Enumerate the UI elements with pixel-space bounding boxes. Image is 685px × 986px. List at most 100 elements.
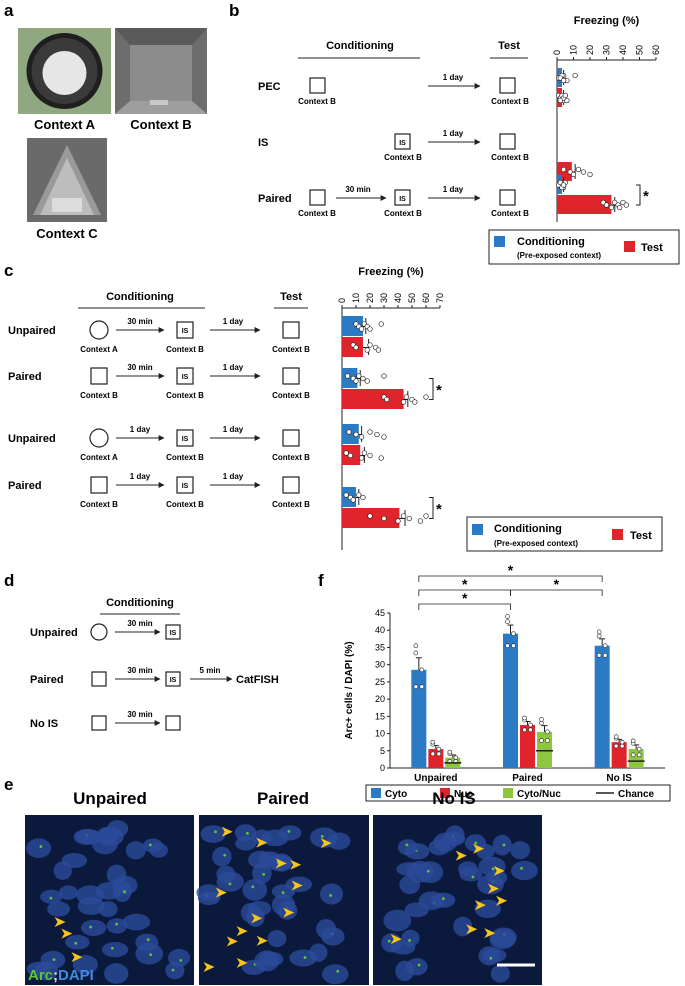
is-box-label: IS (170, 677, 177, 684)
stain-label: Arc;DAPI (28, 967, 94, 984)
data-point (353, 431, 359, 438)
test-box (282, 321, 300, 339)
context-b-shape (90, 367, 108, 385)
data-point (613, 734, 619, 739)
data-point (587, 171, 593, 178)
delay-label: 1 day (443, 185, 464, 194)
data-point (417, 518, 424, 524)
data-point (619, 739, 625, 745)
y-tick-label: 5 (380, 746, 385, 756)
bar-cyto (594, 645, 610, 768)
data-point (539, 738, 544, 743)
arc-signal (417, 963, 421, 967)
panel-a: a Context A Context B Context C (4, 1, 207, 241)
data-point (378, 321, 384, 327)
nucleus (267, 929, 287, 948)
legend-b: Conditioning (Pre-exposed context) Test (488, 229, 680, 265)
row-label-is: IS (258, 137, 268, 149)
micrograph-2 (373, 815, 542, 985)
arc-signal (246, 831, 249, 835)
legend-box (365, 784, 671, 802)
yellow-arrowhead-icon (215, 887, 227, 898)
nucleus (58, 885, 78, 900)
data-point (360, 375, 366, 382)
nucleus (399, 875, 421, 895)
nucleus (289, 949, 317, 967)
data-point (378, 455, 384, 461)
data-point (353, 378, 359, 384)
context-c-label: Context C (36, 226, 98, 241)
micro-title-nois: No IS (432, 789, 475, 808)
is-box (176, 429, 194, 447)
yellow-arrowhead-icon (320, 838, 332, 849)
nucleus (112, 880, 132, 903)
chart-title: Freezing (%) (574, 15, 640, 27)
x-tick-label: 60 (421, 293, 431, 303)
ctx-label: Context B (491, 153, 529, 162)
nucleus (510, 841, 531, 860)
data-point (447, 749, 453, 755)
arc-signal (149, 953, 153, 956)
is-box-label: IS (182, 483, 189, 490)
data-point (636, 752, 642, 758)
nucleus (135, 933, 159, 952)
data-point (580, 169, 587, 175)
arc-signal (336, 969, 340, 973)
y-tick-label: 10 (375, 729, 385, 739)
data-point (630, 752, 636, 758)
delay-label: 1 day (223, 472, 244, 481)
arc-signal (281, 891, 285, 895)
x-tick-label: 30 (602, 45, 612, 55)
data-point (367, 513, 373, 519)
conditioning-header: Conditioning (106, 291, 174, 303)
data-point (375, 347, 382, 353)
bar-test (342, 389, 404, 409)
row-label: No IS (30, 718, 58, 730)
context-c-photo (27, 138, 107, 222)
test-header: Test (498, 40, 520, 52)
ctx-label: Context B (80, 391, 118, 400)
significance-star: * (462, 590, 468, 606)
ctx-label: Context B (491, 209, 529, 218)
data-point (630, 738, 636, 744)
row-label: Unpaired (30, 627, 78, 639)
nucleus (319, 883, 344, 905)
arc-signal (441, 897, 445, 901)
bar-nuc (428, 749, 444, 768)
legend-swatch (371, 788, 381, 798)
panel-b: b Conditioning Test PEC Context B 1 day … (229, 1, 680, 265)
nucleus (430, 892, 456, 908)
yellow-arrowhead-icon (256, 837, 268, 848)
arc-signal (520, 866, 523, 870)
gap-label: 30 min (127, 710, 152, 719)
ctx-label: Context B (298, 209, 336, 218)
nucleus (416, 861, 444, 884)
conditioning-header: Conditioning (106, 597, 174, 609)
micro-title-unpaired: Unpaired (73, 789, 147, 808)
y-tick-label: 15 (375, 711, 385, 721)
ctx-label: Context A (80, 453, 118, 462)
delay-label: 1 day (443, 73, 464, 82)
y-tick-label: 25 (375, 677, 385, 687)
test-box (282, 429, 300, 447)
nucleus (397, 839, 418, 856)
test-box (282, 476, 300, 494)
y-tick-label: 0 (380, 763, 385, 773)
ctx-label: Context B (491, 97, 529, 106)
data-point (343, 450, 349, 456)
arc-signal (74, 941, 78, 945)
nucleus (142, 838, 163, 853)
delay-label: 1 day (223, 317, 244, 326)
x-tick-label: 40 (618, 45, 628, 55)
arc-signal (491, 867, 495, 871)
gap-label: 30 min (127, 619, 152, 628)
nucleus (212, 846, 232, 867)
nucleus (216, 865, 236, 883)
data-point (511, 631, 516, 636)
arc-signal (489, 956, 493, 960)
legend-cond-sub: (Pre-exposed context) (517, 251, 601, 260)
nucleus (234, 824, 257, 842)
arc-signal (171, 968, 175, 972)
